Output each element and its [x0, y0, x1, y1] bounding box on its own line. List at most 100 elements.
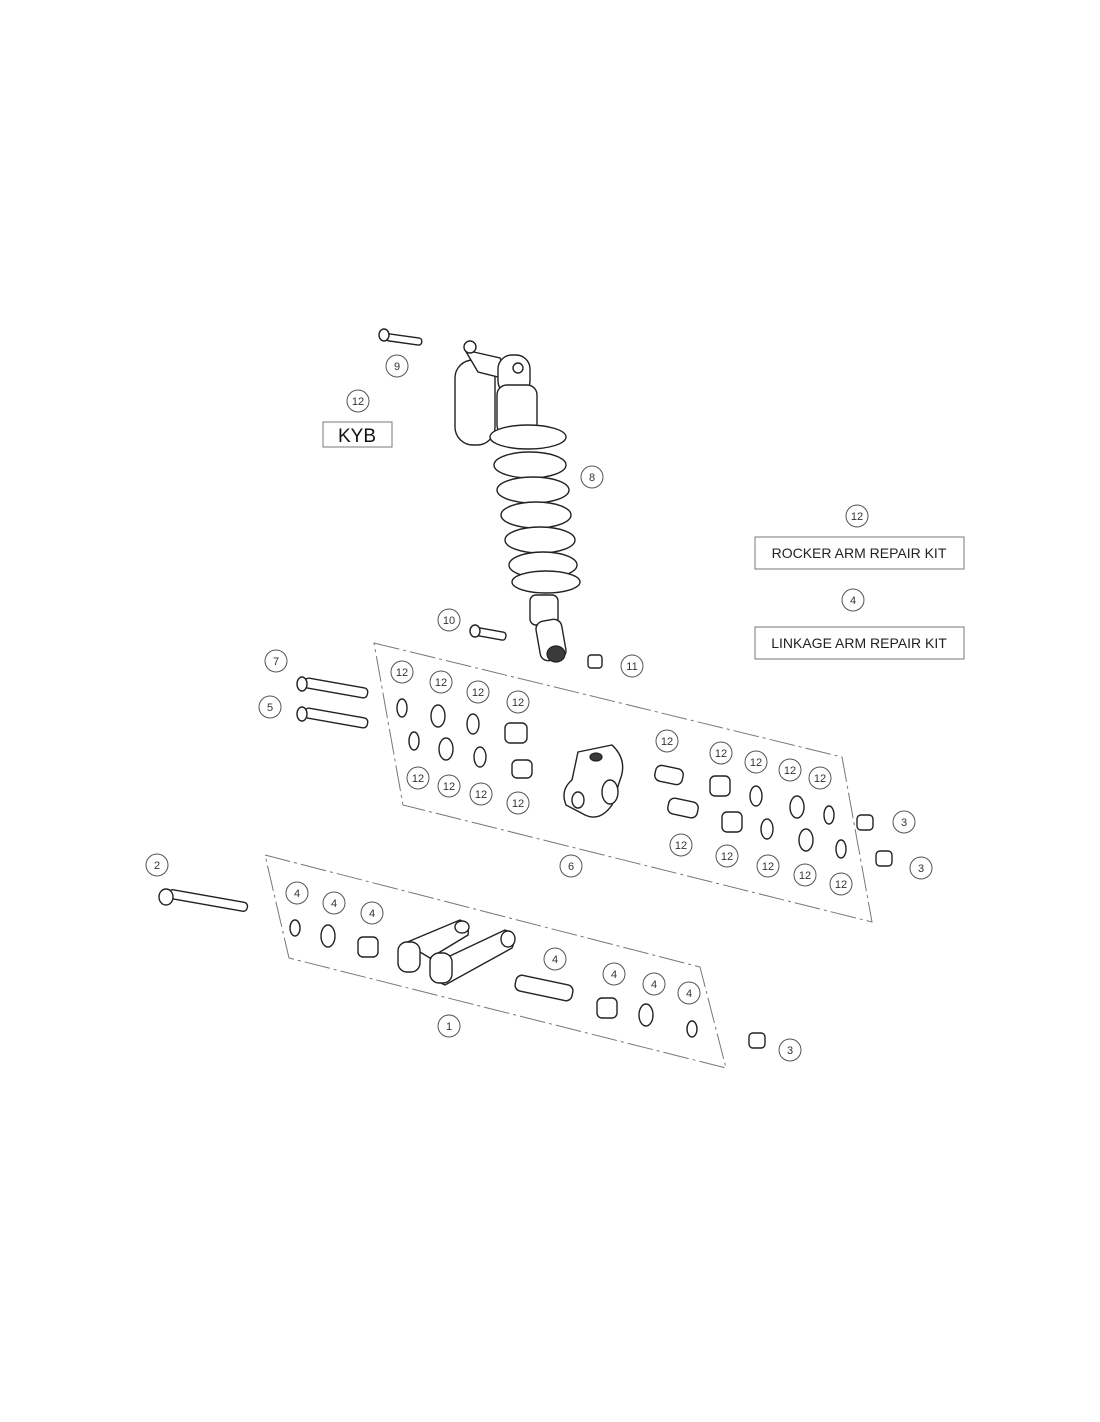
callout-number: 4	[611, 969, 617, 981]
callout-number: 12	[784, 765, 796, 777]
linkage-arm-repair-kit-label: LINKAGE ARM REPAIR KIT	[771, 635, 947, 651]
callout-13: 12	[346, 389, 370, 413]
callout-number: 12	[396, 667, 408, 679]
callout-2: 2	[145, 853, 169, 877]
callout-1: 1	[437, 1014, 461, 1038]
callout-number: 3	[787, 1045, 793, 1057]
top-eye-hole	[512, 362, 524, 374]
nut-11	[587, 654, 603, 669]
callout-12: 12	[778, 758, 802, 782]
callout-number: 12	[412, 773, 424, 785]
callout-10: 10	[437, 608, 461, 632]
callout-number: 4	[294, 888, 300, 900]
bolt-10	[469, 624, 507, 641]
bolt-9	[378, 328, 423, 346]
callout-number: 12	[721, 851, 733, 863]
callout-12: 12	[429, 670, 453, 694]
callout-number: 12	[814, 773, 826, 785]
callout-number: 4	[552, 954, 558, 966]
callout-12: 12	[390, 660, 414, 684]
rocker-arm-repair-kit-box: ROCKER ARM REPAIR KIT	[754, 536, 965, 570]
linkage-arm-repair-kit-box: LINKAGE ARM REPAIR KIT	[754, 626, 965, 660]
callout-number: 4	[369, 908, 375, 920]
callout-12: 12	[709, 741, 733, 765]
callout-number: 12	[675, 840, 687, 852]
bolt-2	[158, 888, 249, 912]
callout-number: 12	[715, 748, 727, 760]
callout-number: 6	[568, 861, 574, 873]
callout-number: 12	[352, 396, 364, 408]
callout-4: 4	[642, 972, 666, 996]
callout-5: 5	[258, 695, 282, 719]
callout-number: 8	[589, 472, 595, 484]
callout-number: 12	[762, 861, 774, 873]
shock-absorber	[454, 340, 581, 663]
callout-12: 12	[406, 766, 430, 790]
callout-4-kit: 4	[841, 588, 865, 612]
callout-number: 12	[851, 511, 863, 523]
callout-4: 4	[602, 962, 626, 986]
nut-3-lower	[748, 1032, 766, 1049]
callout-11: 11	[620, 654, 644, 678]
callout-4: 4	[677, 981, 701, 1005]
callout-number: 10	[443, 615, 455, 627]
callout-12: 12	[793, 863, 817, 887]
callout-12: 12	[669, 833, 693, 857]
callout-number: 3	[918, 863, 924, 875]
callout-3: 3	[778, 1038, 802, 1062]
callout-4: 4	[543, 947, 567, 971]
nut-3-middle	[875, 850, 893, 867]
callout-12: 12	[655, 729, 679, 753]
callout-4: 4	[322, 891, 346, 915]
callout-number: 3	[901, 817, 907, 829]
callout-number: 11	[626, 661, 637, 673]
callout-number: 12	[443, 781, 455, 793]
clevis-eye	[546, 645, 566, 663]
rocker-arm-repair-kit-label: ROCKER ARM REPAIR KIT	[772, 545, 947, 561]
rocker-arm-parts	[396, 698, 847, 859]
callout-number: 5	[267, 702, 273, 714]
callout-12: 12	[829, 872, 853, 896]
callout-12: 12	[715, 844, 739, 868]
reservoir-cap	[463, 340, 477, 354]
callout-9: 9	[385, 354, 409, 378]
callout-number: 4	[651, 979, 657, 991]
bolt-5	[296, 706, 369, 729]
callout-number: 4	[850, 595, 856, 607]
callout-number: 12	[512, 798, 524, 810]
callout-number: 12	[472, 687, 484, 699]
kyb-label: KYB	[338, 426, 376, 447]
callout-number: 1	[446, 1021, 452, 1033]
nut-3-upper	[856, 814, 874, 831]
callout-number: 12	[750, 757, 762, 769]
callout-12: 12	[469, 782, 493, 806]
coil-spring	[489, 424, 581, 594]
callout-3: 3	[909, 856, 933, 880]
callout-3: 3	[892, 810, 916, 834]
callout-12: 12	[744, 750, 768, 774]
callout-8: 8	[580, 465, 604, 489]
callout-4: 4	[285, 881, 309, 905]
bolt-7	[296, 676, 369, 699]
callout-4: 4	[360, 901, 384, 925]
linkage-arm-group-outline	[264, 854, 727, 1069]
callout-number: 2	[154, 860, 160, 872]
linkage-arm-parts	[289, 919, 698, 1038]
callout-12: 12	[756, 854, 780, 878]
callout-12: 12	[808, 766, 832, 790]
callout-12: 12	[506, 690, 530, 714]
callout-12-kit: 12	[845, 504, 869, 528]
callout-7: 7	[264, 649, 288, 673]
callout-12: 12	[466, 680, 490, 704]
callout-number: 4	[686, 988, 692, 1000]
rocker-arm-group-outline	[373, 642, 873, 923]
callout-number: 9	[394, 361, 400, 373]
callout-number: 12	[661, 736, 673, 748]
callout-number: 12	[475, 789, 487, 801]
callout-number: 12	[435, 677, 447, 689]
callout-12: 12	[437, 774, 461, 798]
kyb-label-box: KYB	[322, 421, 393, 448]
callout-6: 6	[559, 854, 583, 878]
callout-number: 12	[799, 870, 811, 882]
